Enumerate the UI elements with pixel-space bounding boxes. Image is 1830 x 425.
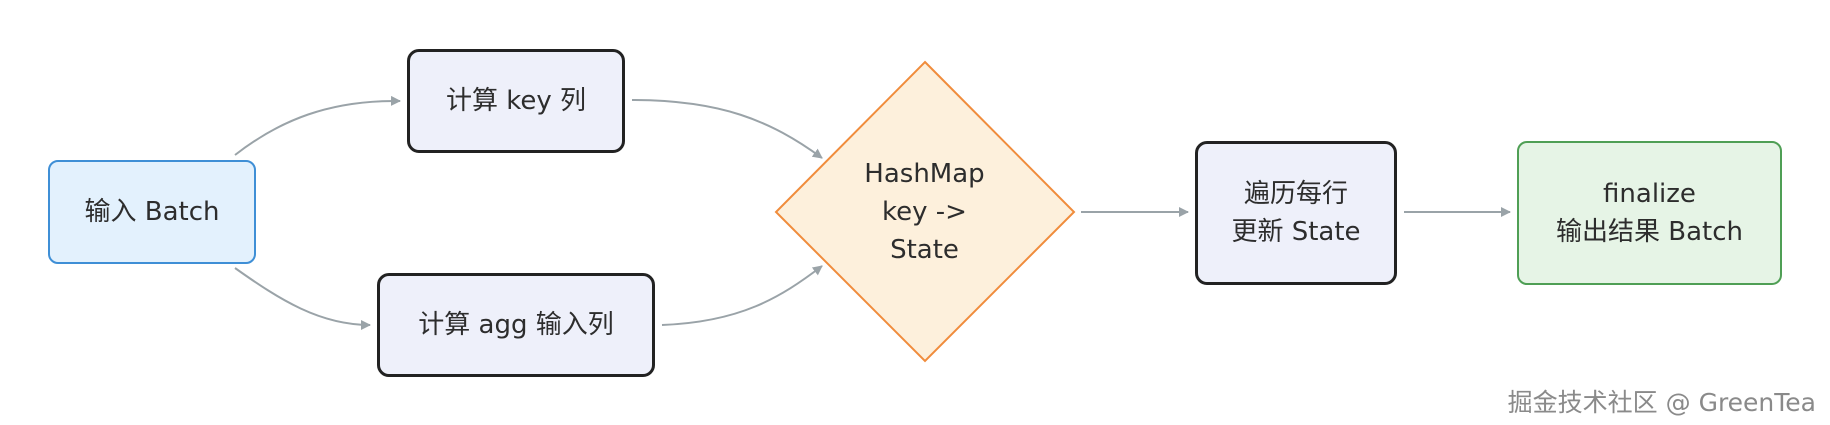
hashmap-label-line-3: State (890, 234, 959, 265)
compute-key-node: 计算 key 列 (407, 49, 625, 153)
hashmap-diamond-shape (774, 60, 1076, 363)
compute-key-label: 计算 key 列 (445, 86, 587, 116)
iterate-label-line-1: 遍历每行 (1243, 179, 1348, 209)
edge-agg-to-hashmap (661, 265, 823, 326)
finalize-output-node: finalize 输出结果 Batch (1517, 141, 1782, 285)
hashmap-label-line-2: key -> (882, 196, 967, 227)
compute-agg-label: 计算 agg 输入列 (418, 310, 614, 340)
iterate-update-node: 遍历每行 更新 State (1195, 141, 1397, 285)
hashmap-decision-node: HashMap key -> State (775, 62, 1074, 361)
iterate-label-line-2: 更新 State (1231, 217, 1361, 247)
input-batch-node: 输入 Batch (48, 160, 256, 264)
finalize-label-line-1: finalize (1603, 179, 1696, 209)
input-batch-label: 输入 Batch (84, 197, 220, 227)
edge-input-to-key (234, 95, 401, 156)
compute-agg-node: 计算 agg 输入列 (377, 273, 655, 377)
hashmap-label-line-1: HashMap (864, 158, 985, 189)
watermark: 掘金技术社区 @ GreenTea (1507, 388, 1816, 417)
edge-key-to-hashmap (631, 99, 823, 159)
finalize-label-line-2: 输出结果 Batch (1555, 217, 1743, 247)
edge-input-to-agg (234, 267, 371, 330)
